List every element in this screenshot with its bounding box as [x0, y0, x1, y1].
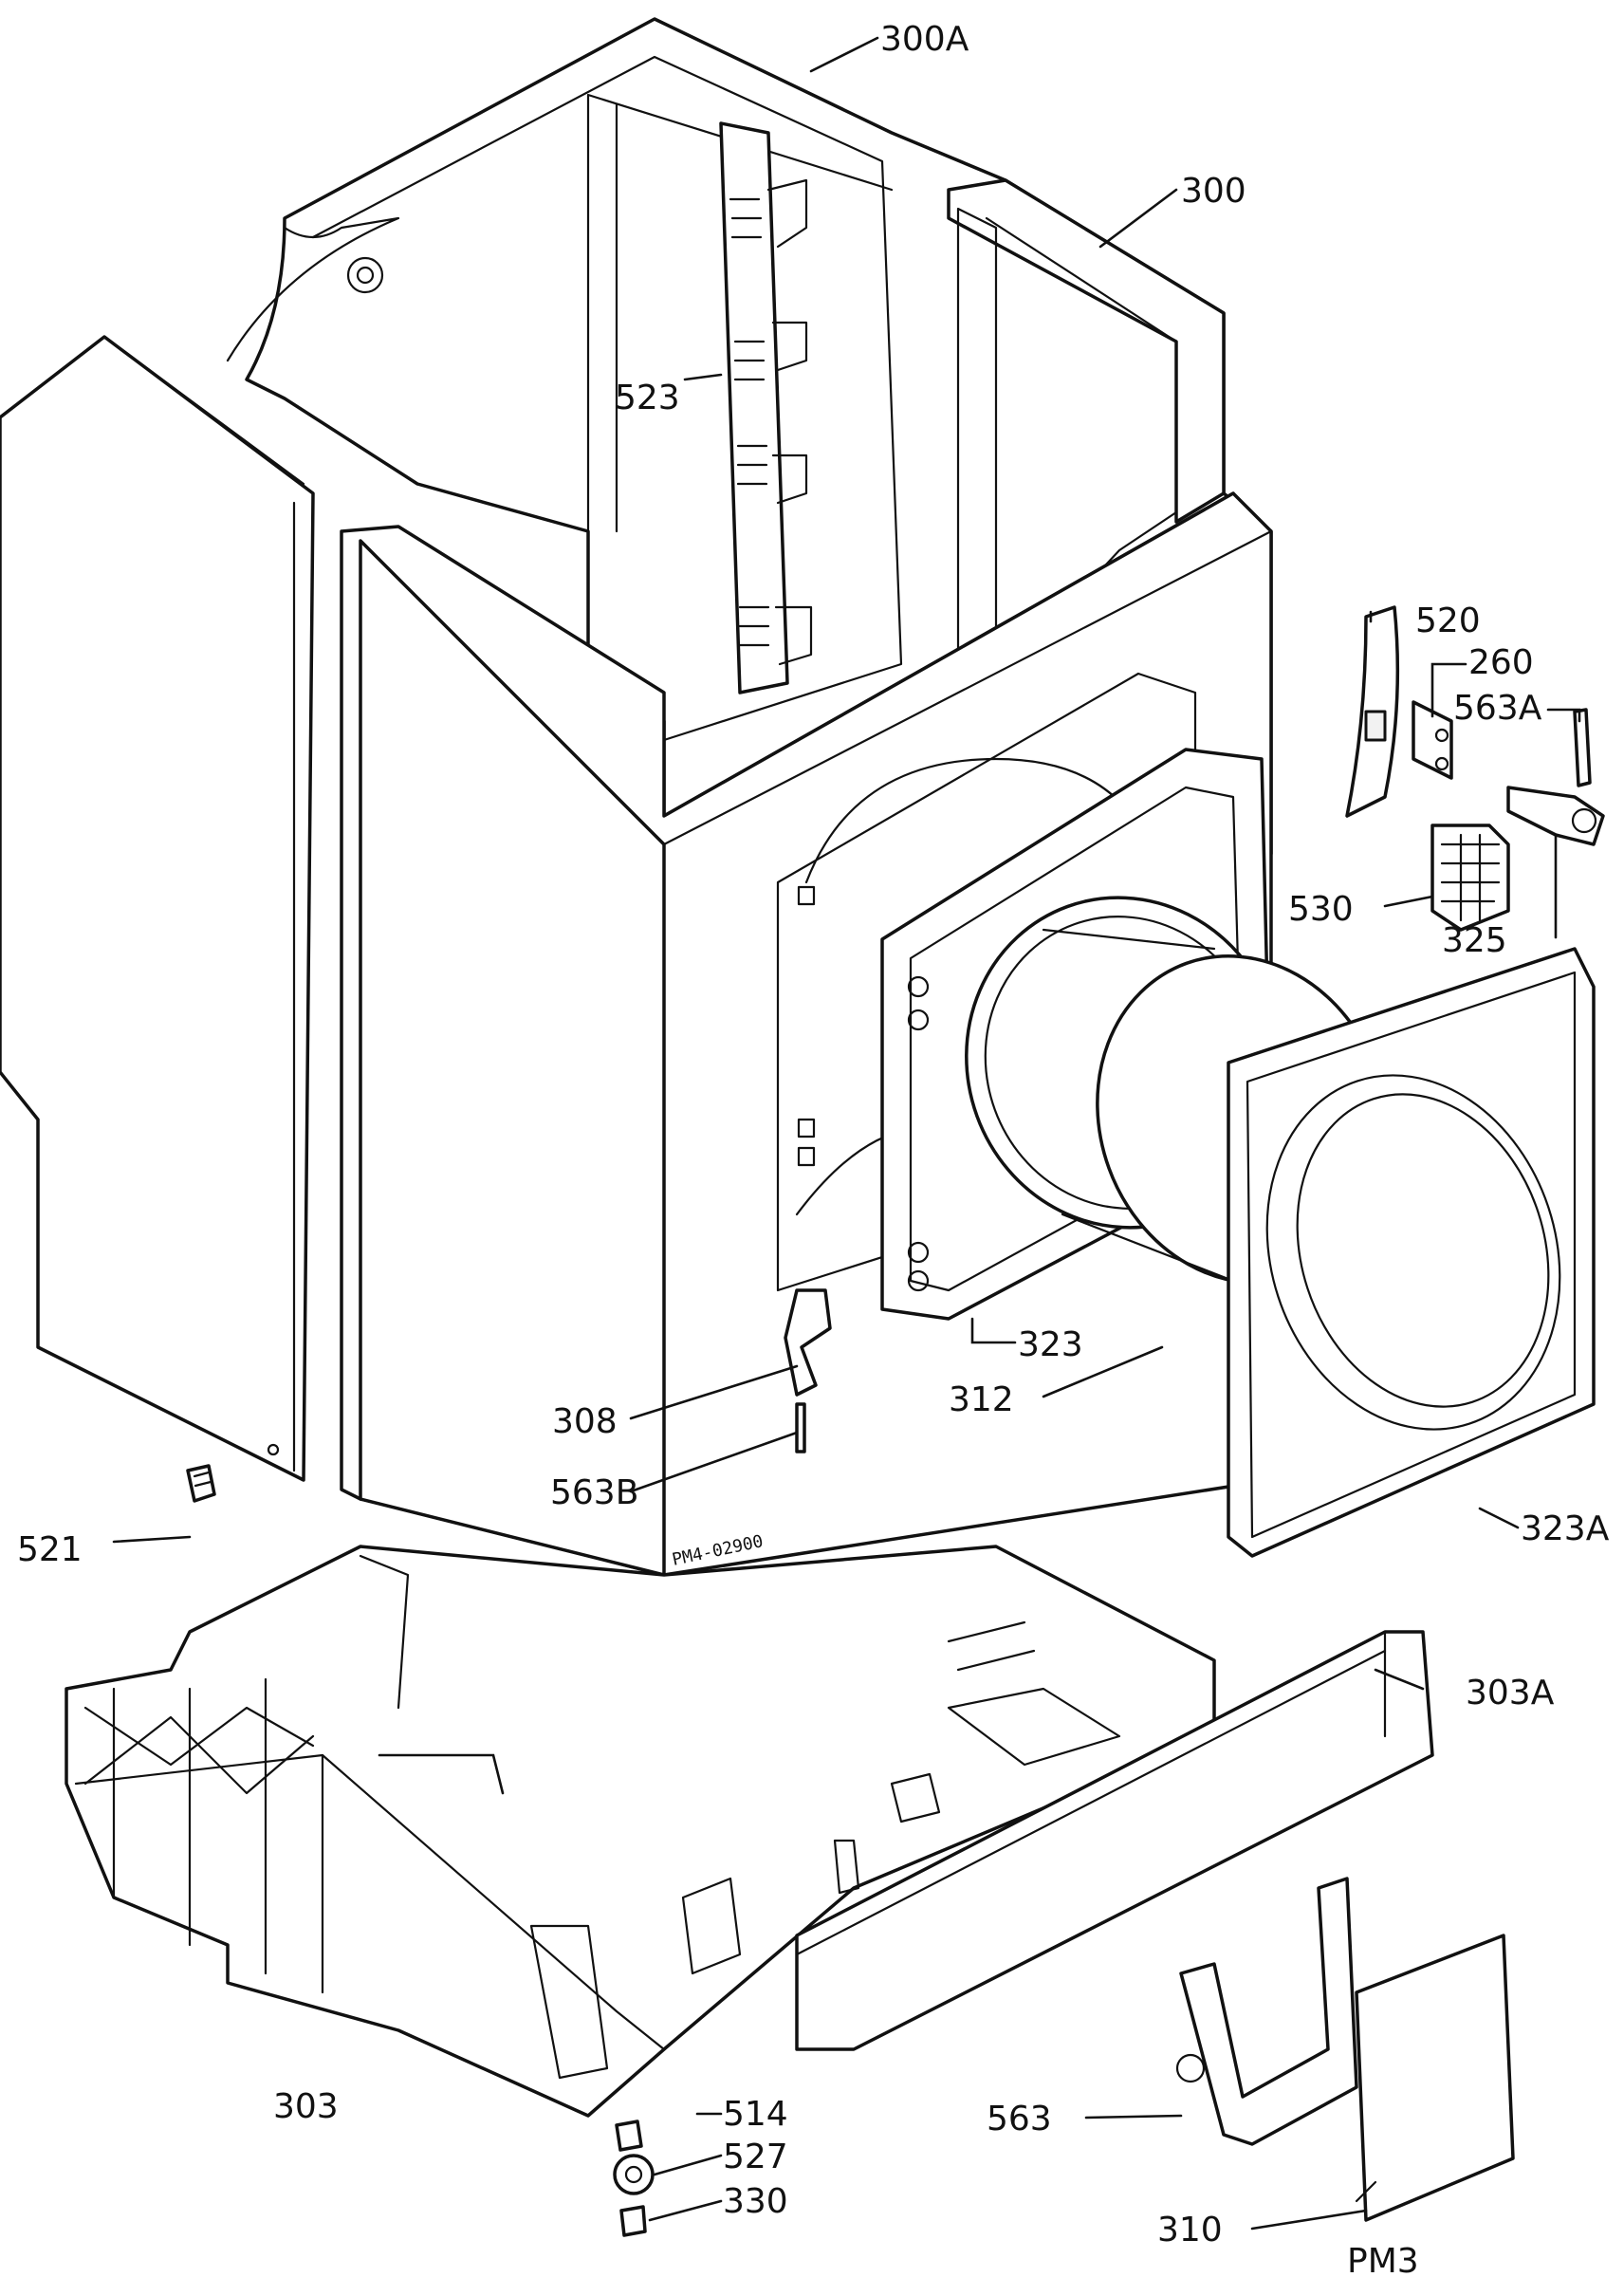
callout-310: 310	[1157, 2211, 1223, 2249]
callout-563: 563	[987, 2100, 1052, 2138]
latch-bracket-260	[1412, 700, 1453, 780]
callout-323: 323	[1018, 1325, 1083, 1364]
callout-308: 308	[552, 1402, 618, 1441]
leader-lines	[112, 36, 1581, 2231]
latch-lever-325	[1506, 786, 1605, 846]
callout-labels: 300A 300 523 520 260 563A 530 325 323 31…	[17, 20, 1610, 2277]
latch-cover-520	[1345, 605, 1400, 818]
front-panel: PM4-02900	[340, 491, 1273, 1577]
callout-300: 300	[1181, 172, 1246, 211]
pin-563b	[795, 1402, 806, 1453]
left-side-panel	[0, 335, 315, 1482]
plinth-303a	[795, 1630, 1434, 2051]
door-323a	[1227, 947, 1596, 1558]
rail-523	[719, 121, 813, 694]
callout-330: 330	[723, 2182, 788, 2221]
callout-563a: 563A	[1453, 689, 1542, 728]
callout-521: 521	[17, 1530, 83, 1569]
bracket-563	[1175, 1877, 1358, 2146]
callout-527: 527	[723, 2138, 788, 2176]
callout-520: 520	[1415, 602, 1481, 640]
latch-housing-530	[1430, 824, 1510, 932]
screw-330	[619, 2205, 647, 2237]
callout-303a: 303A	[1466, 1674, 1555, 1712]
sheet-id: PM3	[1347, 2242, 1419, 2277]
callout-303: 303	[273, 2087, 339, 2126]
callout-323a: 323A	[1521, 1509, 1610, 1548]
callout-300a: 300A	[880, 20, 969, 59]
callout-563b: 563B	[550, 1473, 638, 1512]
screw-521	[186, 1464, 216, 1503]
pin-563a	[1573, 708, 1592, 787]
gear-washer-527	[613, 2154, 655, 2195]
hinge-308	[784, 1288, 832, 1397]
callout-260: 260	[1468, 643, 1534, 682]
callout-523: 523	[615, 379, 680, 417]
callout-514: 514	[723, 2095, 788, 2134]
callout-325: 325	[1442, 921, 1507, 960]
foot-bolt-514	[615, 2120, 643, 2152]
callout-530: 530	[1288, 890, 1354, 929]
cover-310	[1355, 1934, 1515, 2222]
callout-312: 312	[949, 1380, 1014, 1419]
